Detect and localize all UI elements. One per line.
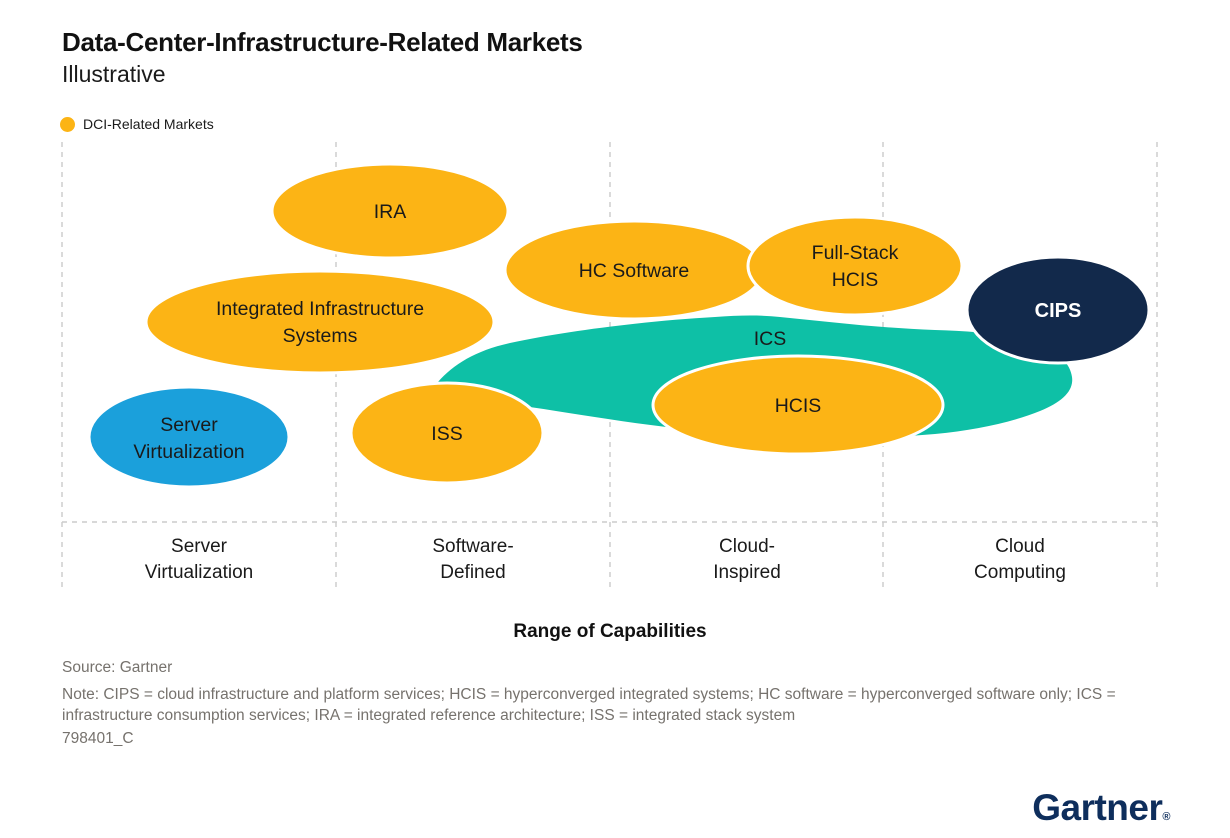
axis-category-cloud-inspired-line2: Inspired — [713, 562, 781, 583]
bubble-cips-label: CIPS — [1035, 300, 1082, 322]
legend-label: DCI-Related Markets — [83, 116, 214, 132]
bubble-sv-label-line2: Virtualization — [133, 441, 244, 463]
registered-mark-icon: ® — [1162, 811, 1170, 823]
bubble-hcis-label: HCIS — [775, 395, 822, 417]
gartner-logo-text: Gartner — [1032, 787, 1163, 828]
bubble-full-stack-label-line2: HCIS — [832, 269, 879, 291]
axis-category-software-defined-line2: Defined — [440, 562, 506, 583]
bubble-iis-label-line2: Systems — [283, 325, 358, 347]
bubble-hc-software-label: HC Software — [579, 260, 690, 282]
x-axis-title: Range of Capabilities — [513, 621, 706, 642]
page-title: Data-Center-Infrastructure-Related Marke… — [62, 27, 583, 57]
bubble-cips — [965, 255, 1151, 365]
document-id: 798401_C — [62, 730, 134, 747]
axis-category-software-defined-line1: Software- — [432, 536, 513, 557]
axis-category-cloud-computing-line1: Cloud — [995, 536, 1045, 557]
bubble-ira — [270, 162, 510, 260]
market-bubble-diagram: IRA Integrated Infrastructure Systems HC… — [61, 142, 1158, 642]
bubble-hcis — [651, 354, 945, 456]
bubble-server-virtualization — [87, 385, 291, 489]
bubble-full-stack-hcis — [746, 215, 964, 317]
axis-category-cloud-inspired-line1: Cloud- — [719, 536, 775, 557]
axis-category-server-virtualization-line2: Virtualization — [145, 562, 253, 583]
bubble-ira-label: IRA — [374, 201, 407, 223]
legend: DCI-Related Markets — [60, 116, 214, 132]
gartner-logo: Gartner® — [1032, 787, 1170, 829]
bubble-integrated-infrastructure-systems — [144, 269, 496, 375]
footnote: Note: CIPS = cloud infrastructure and pl… — [62, 686, 1116, 724]
bubble-sv-label-line1: Server — [160, 414, 218, 436]
source-line: Source: Gartner — [62, 659, 173, 676]
axis-category-server-virtualization-line1: Server — [171, 536, 228, 557]
bubble-iss-label: ISS — [431, 423, 462, 445]
bubble-ics-label: ICS — [754, 328, 787, 350]
dci-markets-swatch-icon — [60, 116, 75, 132]
page-subtitle: Illustrative — [62, 61, 166, 87]
axis-category-cloud-computing-line2: Computing — [974, 562, 1066, 583]
bubble-iis-label-line1: Integrated Infrastructure — [216, 298, 424, 320]
bubble-iss — [349, 381, 545, 485]
bubble-full-stack-label-line1: Full-Stack — [812, 242, 899, 264]
